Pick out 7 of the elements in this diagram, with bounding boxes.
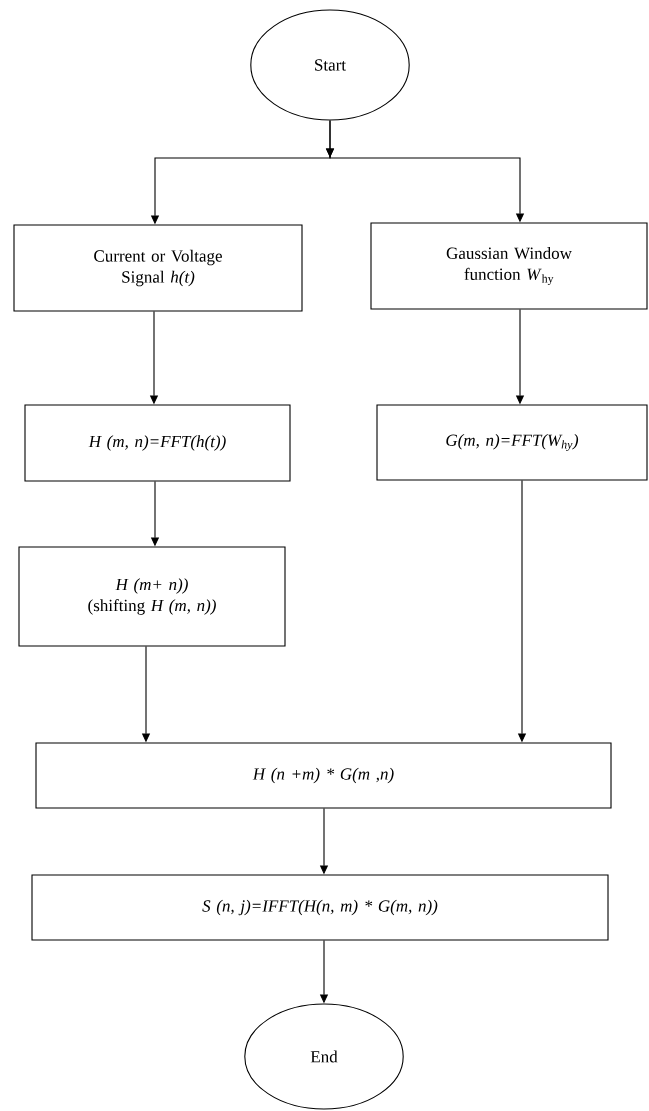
process-box: Current or Voltage Signal h(t) <box>13 224 303 312</box>
process-box: H (n +m) * G(m ,n) <box>35 742 612 809</box>
process-box: G(m, n)=FFT(W$_{hy}$) <box>376 404 648 481</box>
process-box: H (m+ n)) (shifting H (m, n)) <box>18 546 286 647</box>
process-box: S (n, j)=IFFT(H(n, m) * G(m, n)) <box>31 874 609 941</box>
process-box: H (m, n)=FFT(h(t)) <box>24 404 291 482</box>
process-box: Gaussian Window function W$_{hy}$ <box>370 222 648 310</box>
